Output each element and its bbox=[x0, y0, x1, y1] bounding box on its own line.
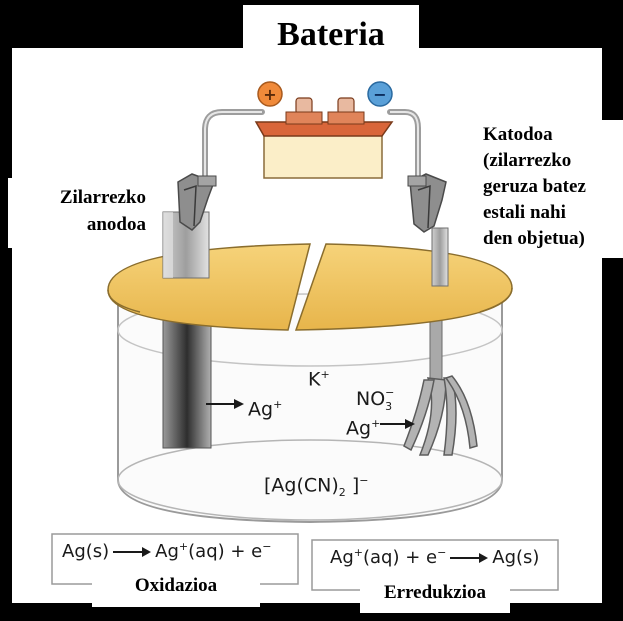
alligator-clip-icon bbox=[177, 173, 217, 231]
reduction-caption-panel: Erredukzioa bbox=[360, 577, 510, 613]
beaker-lid bbox=[107, 243, 513, 331]
oxidation-equation: Ag(s)Ag+(aq) + e− bbox=[62, 540, 272, 562]
cathode-handle bbox=[431, 227, 449, 287]
oxidation-caption-panel: Oxidazioa bbox=[92, 565, 260, 607]
oxidation-label: Oxidazioa bbox=[134, 575, 218, 596]
reduction-label: Erredukzioa bbox=[383, 582, 487, 603]
anode-label-panel: Zilarrezko anodoa bbox=[8, 178, 150, 248]
ion-arrow-cathode bbox=[380, 419, 415, 429]
silver-ion-label-cathode: Ag+ bbox=[346, 417, 381, 440]
minus-terminal-icon: − bbox=[367, 81, 393, 107]
minus-symbol: − bbox=[373, 85, 386, 104]
reaction-arrow-icon bbox=[113, 547, 152, 557]
cathode-label-panel: Katodoa (zilarrezko geruza batez estali … bbox=[477, 120, 623, 258]
plus-terminal-icon: + bbox=[257, 81, 283, 107]
ion-arrow-anode bbox=[206, 399, 244, 409]
beaker bbox=[117, 290, 503, 524]
nitrate-ion-label: NO3− bbox=[356, 386, 395, 413]
cathode-label: Katodoa (zilarrezko geruza batez estali … bbox=[483, 124, 586, 249]
plus-symbol: + bbox=[263, 85, 276, 104]
reaction-arrow-icon bbox=[450, 553, 489, 563]
cathode-clip bbox=[407, 173, 447, 233]
fork-icon bbox=[403, 299, 478, 456]
anode-label: Zilarrezko anodoa bbox=[59, 187, 146, 235]
complex-ion-label: [Ag(CN)2 ]− bbox=[264, 474, 369, 500]
title-panel: Bateria bbox=[243, 5, 419, 62]
submerged-anode bbox=[162, 317, 212, 449]
battery-icon bbox=[254, 97, 394, 179]
potassium-ion-label: K+ bbox=[308, 368, 330, 391]
silver-ion-label-anode: Ag+ bbox=[248, 398, 283, 421]
page-title: Bateria bbox=[277, 16, 385, 53]
reduction-equation: Ag+(aq) + e−Ag(s) bbox=[330, 546, 540, 568]
